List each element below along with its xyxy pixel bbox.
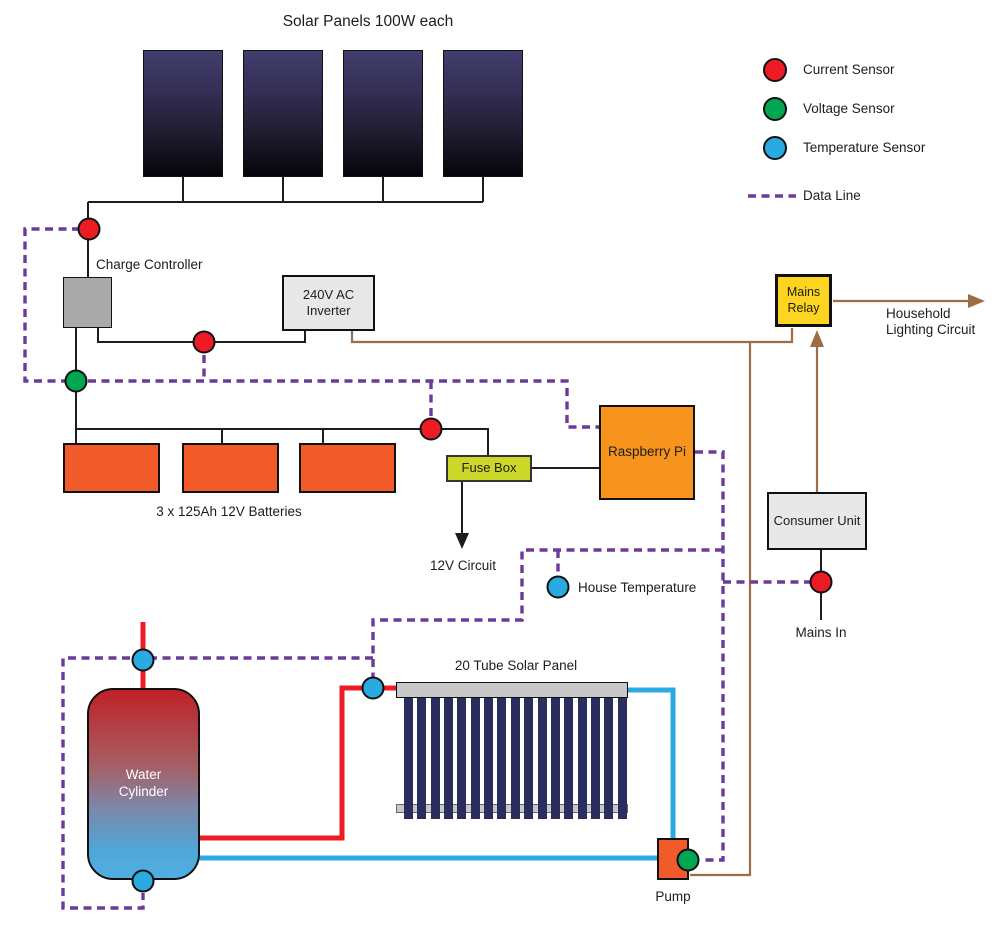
temperature-sensor-legend-icon	[763, 136, 787, 160]
pump-label: Pump	[655, 889, 691, 905]
solar-tube	[524, 698, 534, 819]
legend-temperature-label: Temperature Sensor	[803, 140, 926, 156]
solar-tube	[470, 698, 480, 819]
current-sensor-inverter	[192, 330, 216, 354]
solar-tube	[577, 698, 587, 819]
solar-tube	[564, 698, 574, 819]
house-temperature-label: House Temperature	[578, 580, 697, 596]
temperature-sensor-cylinder-top	[131, 648, 155, 672]
voltage-sensor-battery	[64, 369, 88, 393]
pump-power-wire	[690, 342, 752, 877]
solar-panel-4	[443, 50, 523, 177]
charge-controller-label: Charge Controller	[96, 257, 203, 272]
charge-controller-box	[63, 277, 112, 328]
hot-pipe	[198, 685, 396, 841]
solar-tube	[404, 698, 413, 819]
data-line-house	[371, 548, 723, 678]
solar-tube	[604, 698, 614, 819]
diagram-title: Solar Panels 100W each	[282, 12, 454, 30]
current-sensor-mains	[809, 570, 833, 594]
tube-panel-header	[396, 682, 628, 698]
temperature-sensor-house	[546, 575, 570, 599]
voltage-sensor-pump	[676, 848, 700, 872]
cold-pipe-panel	[627, 687, 676, 840]
solar-tube	[617, 698, 627, 819]
data-line-cylinder-loop	[61, 656, 373, 910]
voltage-sensor-legend-icon	[763, 97, 787, 121]
consumer-unit-box: Consumer Unit	[767, 492, 867, 550]
solar-tube	[550, 698, 560, 819]
solar-panel-2	[243, 50, 323, 177]
inverter-relay-wire	[350, 328, 794, 344]
household-lighting-label: Household Lighting Circuit	[886, 306, 976, 337]
battery-2	[182, 443, 279, 493]
tube-panel-label: 20 Tube Solar Panel	[454, 658, 578, 674]
solar-tube	[510, 698, 520, 819]
legend-voltage-label: Voltage Sensor	[803, 101, 895, 117]
battery-1	[63, 443, 160, 493]
solar-tube	[430, 698, 440, 819]
battery-bus-wire	[76, 428, 489, 456]
current-sensor-battery	[419, 417, 443, 441]
solar-tube	[537, 698, 547, 819]
raspberry-pi-box: Raspberry Pi	[599, 405, 695, 500]
relay-arrowhead	[810, 330, 824, 347]
water-cylinder: Water Cylinder	[87, 688, 200, 880]
mains-relay-box: Mains Relay	[775, 274, 832, 327]
twelve-v-arrowhead	[455, 533, 469, 549]
temperature-sensor-panel-inlet	[361, 676, 385, 700]
data-line-main	[23, 227, 599, 429]
solar-tube	[417, 698, 427, 819]
fuse-box: Fuse Box	[446, 455, 532, 482]
solar-panel-3	[343, 50, 423, 177]
solar-tube	[484, 698, 494, 819]
battery-3	[299, 443, 396, 493]
temperature-sensor-cylinder-bottom	[131, 869, 155, 893]
legend-current-label: Current Sensor	[803, 62, 895, 78]
solar-tube	[444, 698, 454, 819]
inverter-box: 240V AC Inverter	[282, 275, 375, 331]
twelve-v-circuit-label: 12V Circuit	[429, 558, 497, 574]
data-line-rpi-pump	[695, 450, 725, 862]
legend-data-line-label: Data Line	[803, 188, 861, 204]
batteries-label: 3 x 125Ah 12V Batteries	[156, 504, 302, 520]
solar-tube	[457, 698, 467, 819]
current-sensor-legend-icon	[763, 58, 787, 82]
mains-in-label: Mains In	[795, 625, 847, 641]
solar-tube	[497, 698, 507, 819]
current-sensor-solar	[77, 217, 101, 241]
household-arrowhead	[968, 294, 985, 308]
solar-panel-1	[143, 50, 223, 177]
solar-tube	[590, 698, 600, 819]
pv-string-wire	[87, 177, 484, 277]
